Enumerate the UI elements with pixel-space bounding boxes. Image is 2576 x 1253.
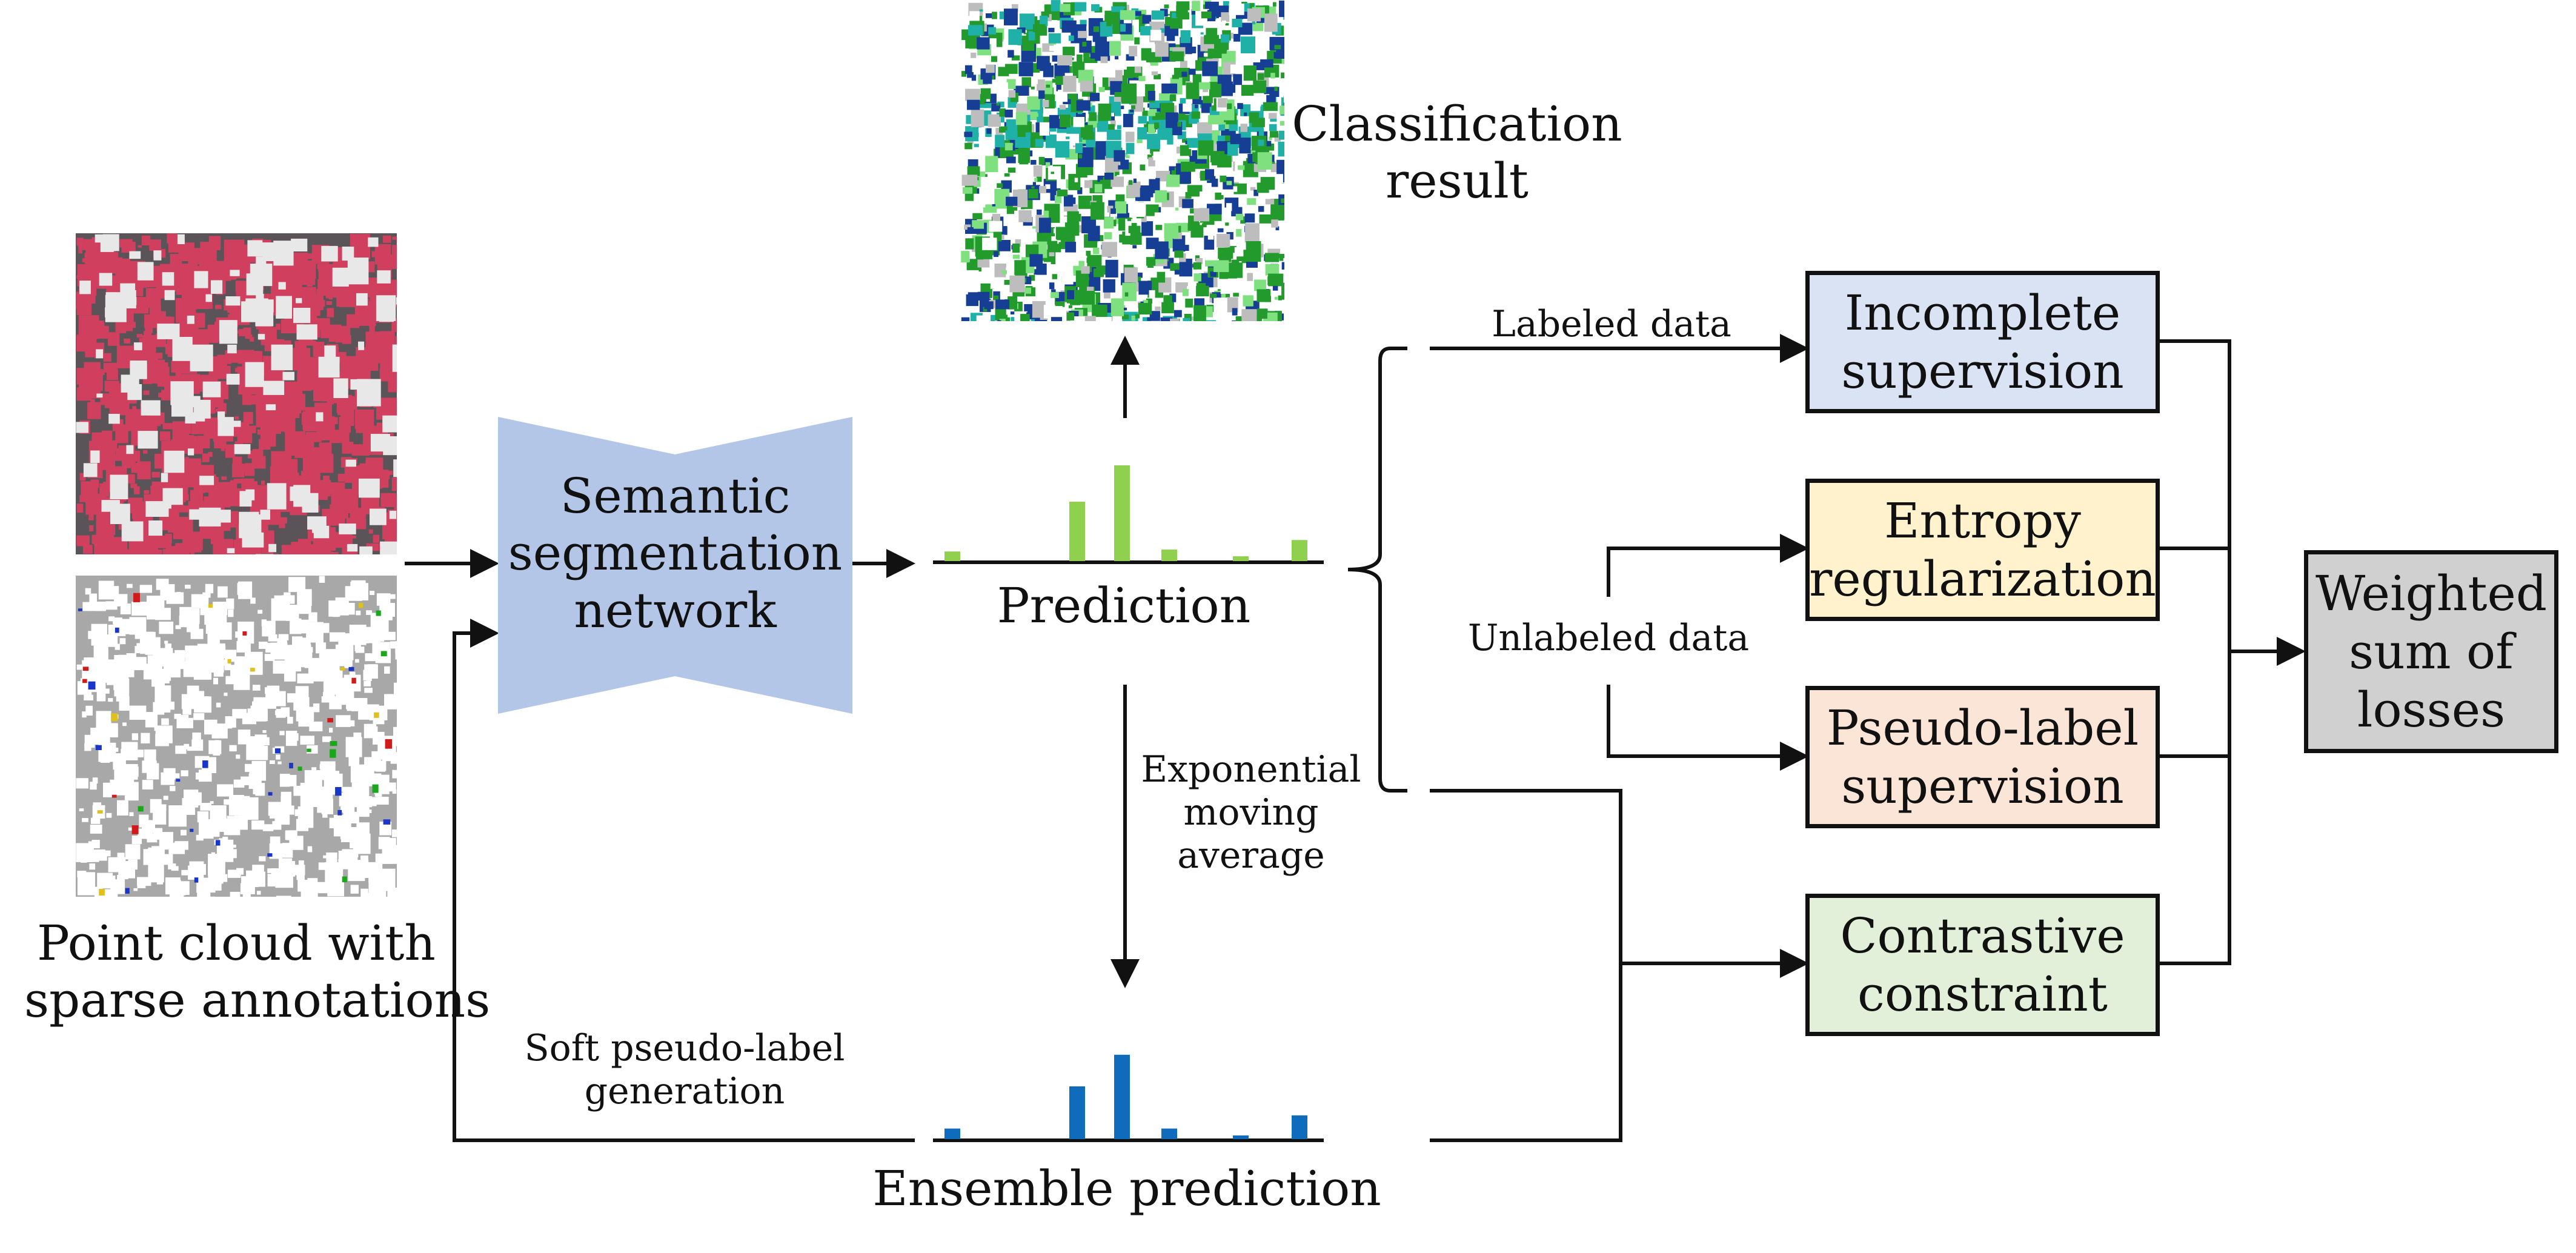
prediction-bar-2	[1069, 502, 1085, 561]
point-cloud-caption: Point cloud with sparse annotations	[24, 915, 491, 1029]
labeled-data-label: Labeled data	[1492, 303, 1731, 345]
ensemble-bar-3	[1114, 1054, 1130, 1139]
prediction-bar-5	[1233, 556, 1249, 561]
classification-result-icon	[960, 0, 1284, 321]
prediction-bar-6	[1292, 540, 1307, 561]
soft-pseudo-label: Soft pseudo-label generation	[524, 1027, 845, 1112]
ensemble-label: Ensemble prediction	[872, 1160, 1381, 1217]
prediction-bar-4	[1161, 550, 1177, 561]
ensemble-bar-5	[1233, 1135, 1249, 1139]
unlabeled-data-label: Unlabeled data	[1467, 617, 1750, 659]
line-to-contrastive	[1430, 789, 1622, 1142]
prediction-bar-3	[1114, 465, 1130, 561]
ensemble-bar-2	[1069, 1086, 1085, 1139]
arrow-feedback	[453, 619, 915, 1142]
ensemble-bar-6	[1292, 1115, 1307, 1139]
arrow-pseudo	[1607, 685, 1809, 771]
prediction-bar-1	[944, 551, 960, 561]
ensemble-bar-4	[1161, 1128, 1177, 1139]
point-cloud-rgb-icon	[76, 233, 397, 554]
join-incomplete	[2158, 339, 2231, 965]
network-shape	[498, 417, 852, 714]
arrow-entropy	[1607, 534, 1809, 597]
ema-label: Exponential moving average	[1141, 748, 1361, 877]
network-label: Semantic segmentation network	[508, 468, 843, 639]
classification-label: Classification result	[1292, 96, 1622, 210]
brace	[1347, 347, 1407, 793]
prediction-label: Prediction	[997, 577, 1251, 634]
ensemble-bar-1	[944, 1128, 960, 1139]
point-cloud-annotation-icon	[76, 576, 397, 897]
